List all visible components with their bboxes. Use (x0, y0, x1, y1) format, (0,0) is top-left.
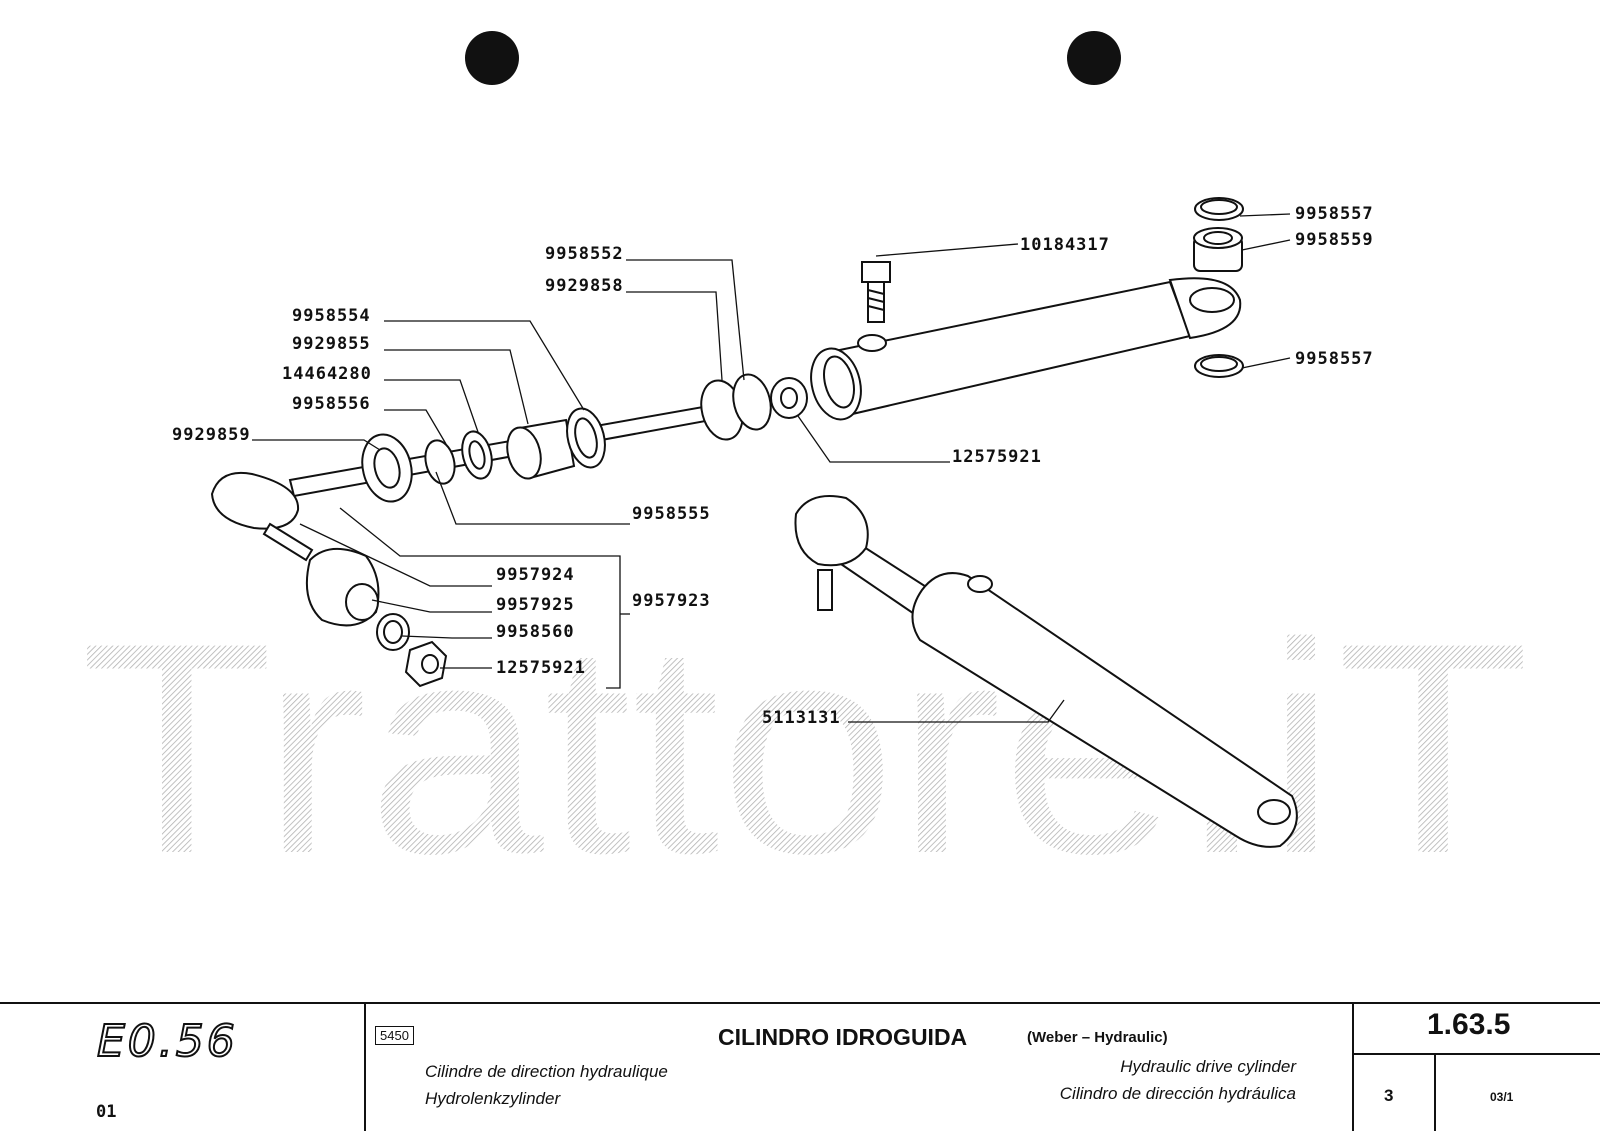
cylinder-assembled (794, 495, 1298, 848)
part-label: 9957924 (496, 565, 575, 585)
piston-rod (210, 402, 724, 562)
part-label: 9957923 (632, 591, 711, 611)
page-title: CILINDRO IDROGUIDA (718, 1024, 968, 1050)
part-label: 9929859 (172, 425, 251, 445)
title-block: E0.56 01 5450 CILINDRO IDROGUIDA (Weber … (0, 1002, 1600, 1131)
subtitle-es: Cilindro de dirección hydráulica (1059, 1084, 1296, 1103)
part-label: 9958554 (292, 306, 371, 326)
part-label: 9929855 (292, 334, 371, 354)
model-sub: 01 (96, 1102, 117, 1122)
o-ring (566, 407, 606, 469)
exploded-parts-diagram: Trattore.iT (80, 31, 1530, 916)
title-block-divider (1352, 1053, 1600, 1055)
piston (700, 373, 772, 441)
part-label: 10184317 (1020, 235, 1110, 255)
ring-bottom (1194, 354, 1244, 378)
sheet-number: 3 (1384, 1086, 1394, 1105)
watermark-text: Trattore.iT (80, 580, 1530, 916)
nut (404, 640, 448, 688)
guide-bush (506, 418, 576, 480)
wiper (424, 439, 456, 485)
part-label: 9958557 (1295, 349, 1374, 369)
ring-top (1194, 197, 1244, 221)
binder-hole-left (465, 31, 519, 85)
part-label: 9957925 (496, 595, 575, 615)
part-label: 9958559 (1295, 230, 1374, 250)
washer (376, 613, 410, 651)
subtitle-de: Hydrolenkzylinder (425, 1089, 561, 1108)
bushing (1193, 227, 1243, 272)
binder-hole-right (1067, 31, 1121, 85)
part-label: 9929858 (545, 276, 624, 296)
revision-date: 03/1 (1490, 1090, 1514, 1104)
part-label: 12575921 (496, 658, 586, 678)
title-block-border (0, 1002, 1600, 1004)
title-block-divider (364, 1002, 366, 1131)
title-block-divider (1434, 1053, 1436, 1131)
group-code: 5450 (375, 1026, 414, 1045)
part-label: 5113131 (762, 708, 841, 728)
part-label: 12575921 (952, 447, 1042, 467)
page-number: 1.63.5 (1427, 1008, 1511, 1041)
part-label: 9958560 (496, 622, 575, 642)
subtitle-fr: Cilindre de direction hydraulique (425, 1062, 668, 1081)
seal-ring (461, 430, 493, 480)
bolt (861, 261, 891, 323)
title-block-divider (1352, 1002, 1354, 1131)
ball-joint-cap (305, 548, 380, 627)
part-label: 9958557 (1295, 204, 1374, 224)
cylinder-assembly-upper (810, 277, 1242, 421)
subtitle-en: Hydraulic drive cylinder (1120, 1057, 1296, 1076)
title-note: (Weber – Hydraulic) (1027, 1029, 1168, 1046)
part-label: 9958555 (632, 504, 711, 524)
gland (361, 433, 413, 503)
part-label: 9958552 (545, 244, 624, 264)
model-code: E0.56 (96, 1015, 238, 1068)
part-label: 9958556 (292, 394, 371, 414)
nut-rod (770, 377, 808, 419)
part-label: 14464280 (282, 364, 372, 384)
